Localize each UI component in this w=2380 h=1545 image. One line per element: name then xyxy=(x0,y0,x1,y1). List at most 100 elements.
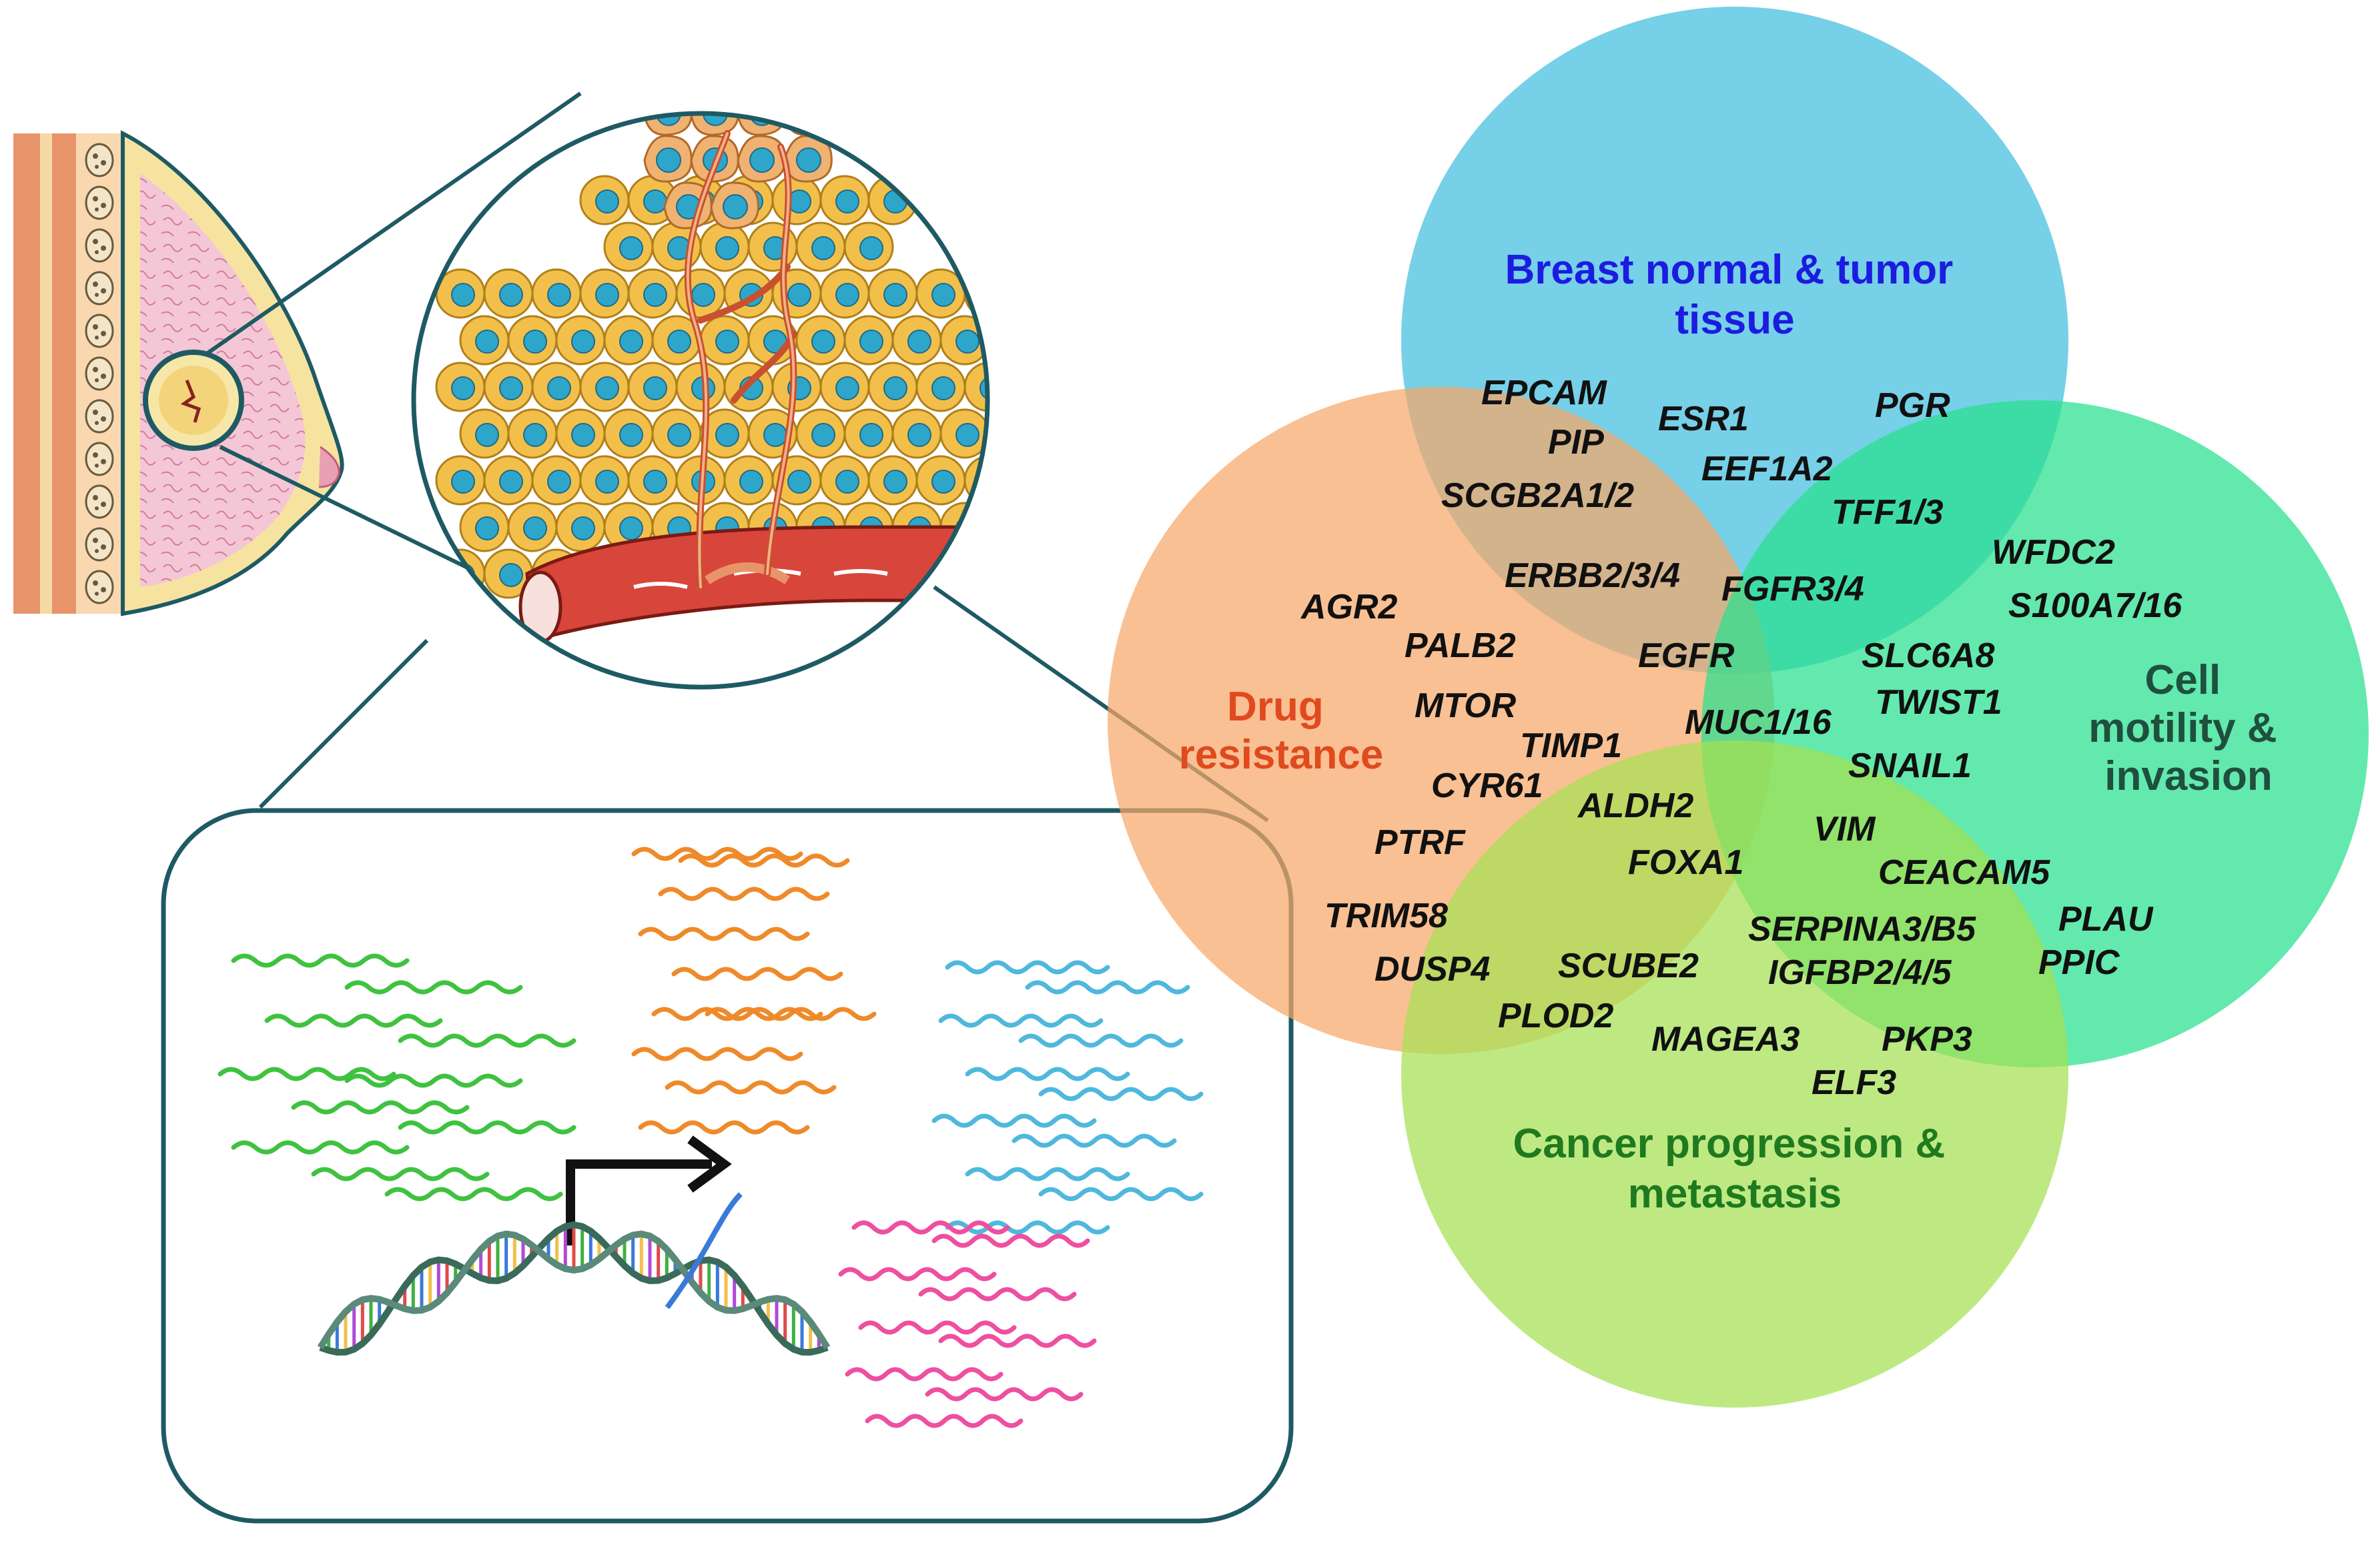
rna-strand xyxy=(631,1047,803,1061)
gene-label: TIMP1 xyxy=(1520,726,1622,765)
gene-label: ESR1 xyxy=(1658,400,1749,438)
tumor-cell xyxy=(843,315,894,366)
rna-strand xyxy=(918,1287,1077,1302)
rna-strand xyxy=(291,1100,470,1115)
rib-icon xyxy=(85,527,114,562)
rna-strand xyxy=(931,1113,1097,1128)
gene-label: VIM xyxy=(1814,810,1876,849)
gene-label: PTRF xyxy=(1374,823,1466,862)
tumor-core-icon xyxy=(180,380,202,423)
tumor-cell xyxy=(555,408,606,459)
tumor-cell xyxy=(819,455,870,506)
gene-label: SCGB2A1/2 xyxy=(1441,476,1634,515)
gene-label: AGR2 xyxy=(1300,588,1398,626)
tumor-cell xyxy=(699,315,750,366)
gene-label: SLC6A8 xyxy=(1862,636,1994,675)
dna-single-strand xyxy=(665,1192,743,1310)
rna-strand xyxy=(1038,1187,1204,1201)
rna-strand xyxy=(865,1414,1024,1428)
tumor-cell xyxy=(483,268,534,319)
tumor-cell xyxy=(651,408,702,459)
tumor-cell xyxy=(675,268,726,319)
rib-icon xyxy=(85,356,114,391)
rna-strand xyxy=(631,847,803,861)
tumor-cell xyxy=(531,455,582,506)
tumor-cell xyxy=(795,315,846,366)
tumor-cell xyxy=(939,408,987,459)
tumor-cell xyxy=(555,502,606,552)
tumor-cell xyxy=(627,268,678,319)
invading-cell xyxy=(643,135,693,183)
tumor-cell xyxy=(579,268,630,319)
tumor-cell xyxy=(963,548,987,599)
tumor-cell xyxy=(579,362,630,412)
tumor-cell xyxy=(483,548,534,599)
gene-label: ERBB2/3/4 xyxy=(1505,556,1680,595)
tumor-cell xyxy=(843,408,894,459)
gene-label: SERPINA3/B5 xyxy=(1748,910,1976,949)
rna-strand xyxy=(231,953,410,968)
tumor-cell xyxy=(603,408,654,459)
tumor-cell xyxy=(915,268,966,319)
tumor-cell xyxy=(867,268,918,319)
gene-label: TRIM58 xyxy=(1324,897,1448,935)
rna-strand xyxy=(1025,980,1190,995)
tumor-cell xyxy=(435,455,486,506)
tumor-cells xyxy=(435,113,1037,599)
rna-transcripts xyxy=(218,847,1204,1428)
rna-strand xyxy=(665,1080,837,1095)
tumor-cell xyxy=(627,455,678,506)
tumor-cell xyxy=(531,268,582,319)
tumor-cell xyxy=(989,410,1037,458)
tumor-cell xyxy=(795,408,846,459)
tumor-cell xyxy=(507,408,558,459)
gene-label: TFF1/3 xyxy=(1832,493,1944,532)
gene-label: PALB2 xyxy=(1405,626,1516,665)
invading-cell xyxy=(737,113,786,136)
rna-strand xyxy=(344,980,523,995)
tumor-cell xyxy=(483,455,534,506)
gene-label: FOXA1 xyxy=(1628,843,1743,882)
gene-label: FGFR3/4 xyxy=(1721,570,1864,608)
invading-cell xyxy=(690,113,739,136)
rna-strand xyxy=(344,1073,523,1088)
gene-label: SNAIL1 xyxy=(1848,746,1972,785)
rib-icon xyxy=(85,143,114,177)
tumor-cell xyxy=(795,221,846,272)
rna-strand xyxy=(945,1220,1110,1235)
rna-strand xyxy=(638,1120,810,1135)
tumor-cell xyxy=(699,221,750,272)
rna-strand xyxy=(945,960,1110,975)
rna-strand xyxy=(218,1067,396,1081)
rna-strand xyxy=(858,1320,1017,1335)
rna-strand xyxy=(638,927,810,941)
rna-strand xyxy=(384,1187,563,1201)
rib-icon xyxy=(85,185,114,220)
tumor-cell xyxy=(507,502,558,552)
gene-label: EGFR xyxy=(1638,636,1735,675)
gene-label: DUSP4 xyxy=(1374,950,1490,989)
tumor-cell xyxy=(603,221,654,272)
tumor-cell xyxy=(915,362,966,412)
rna-strand xyxy=(965,1067,1130,1081)
gene-label: PLOD2 xyxy=(1498,997,1613,1035)
gene-label: CEACAM5 xyxy=(1878,853,2050,892)
chest-wall-band xyxy=(13,133,40,614)
rna-strand xyxy=(851,1220,1010,1235)
tumor-cell xyxy=(989,503,1037,551)
rna-strand xyxy=(398,1033,576,1048)
invading-cell xyxy=(710,181,759,229)
rib-icon xyxy=(85,442,114,476)
rna-strand xyxy=(705,1007,877,1021)
tumor-cell xyxy=(891,408,942,459)
tumor-cell xyxy=(819,362,870,412)
tumor-cell xyxy=(867,175,918,225)
gene-label: MUC1/16 xyxy=(1685,703,1832,742)
gene-label: PGR xyxy=(1875,386,1950,425)
rna-strand xyxy=(931,1233,1090,1248)
gene-label: CYR61 xyxy=(1431,766,1543,805)
label-cancer-progression: Cancer progression & metastasis xyxy=(1513,1121,1957,1217)
invading-cell xyxy=(783,135,833,183)
gene-label: EPCAM xyxy=(1481,374,1607,412)
